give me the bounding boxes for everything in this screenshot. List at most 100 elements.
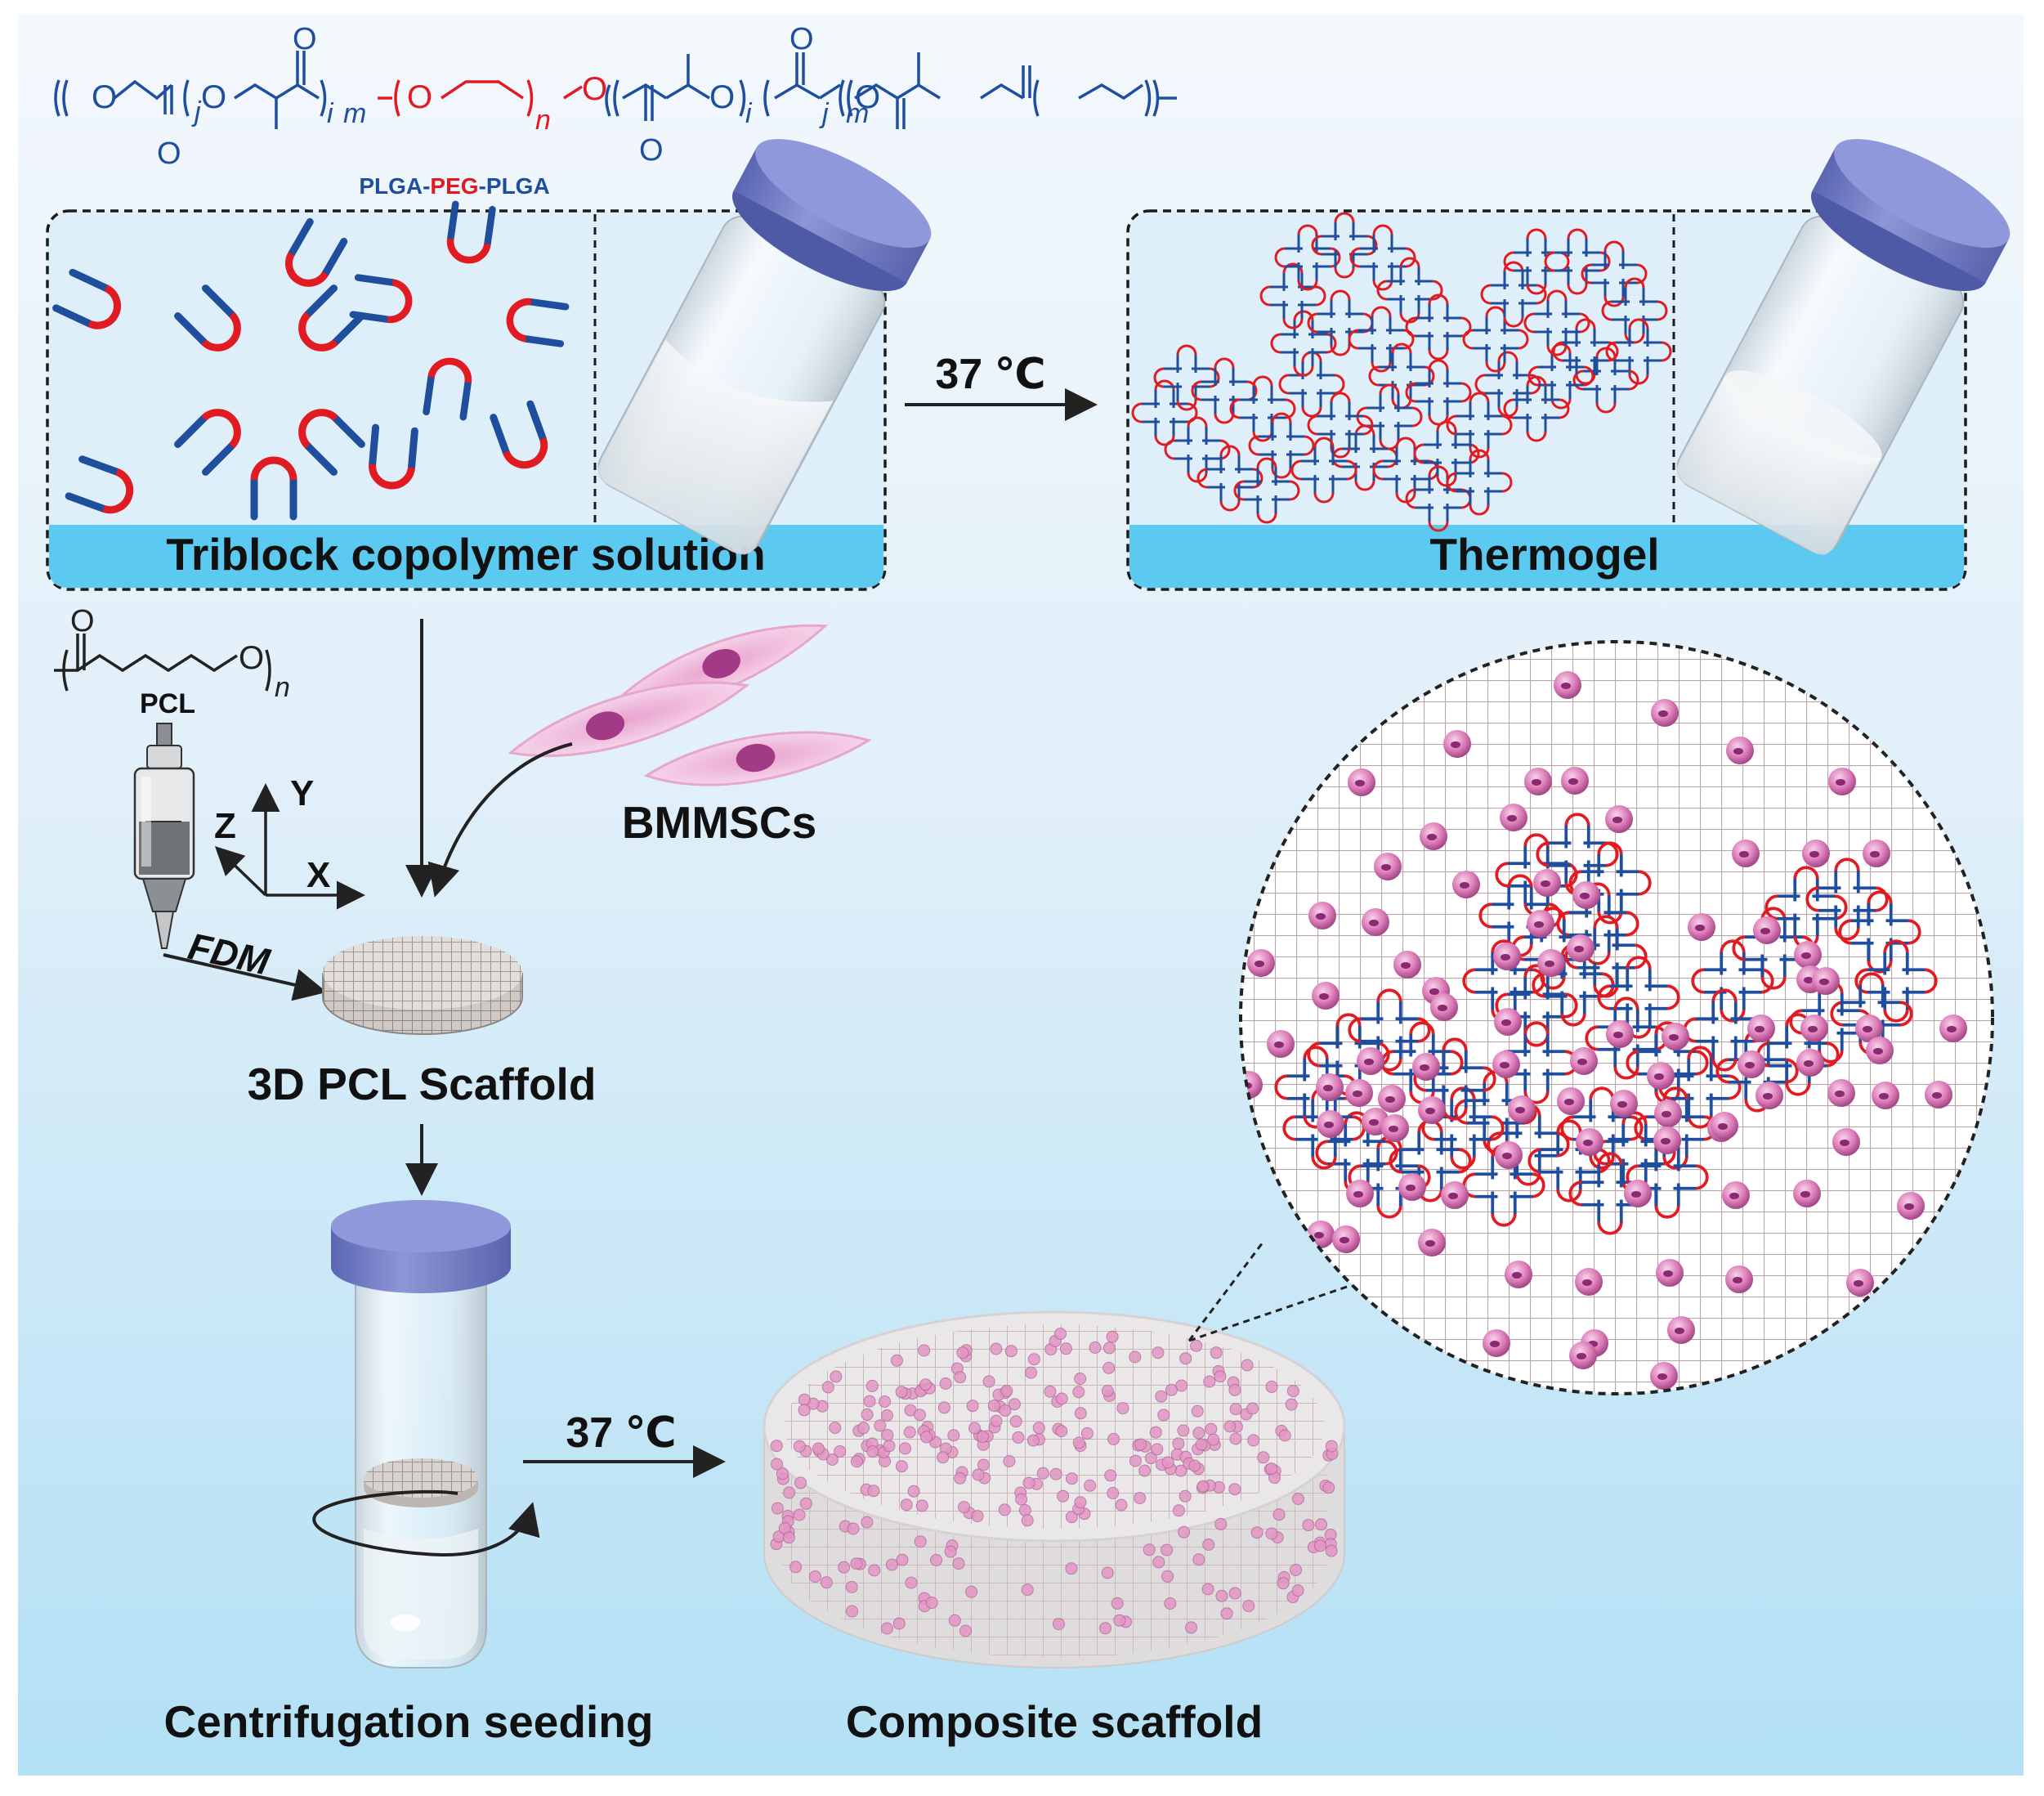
zoom-cell (1653, 1126, 1681, 1154)
composite-cell (881, 1409, 893, 1422)
composite-cell (857, 1422, 870, 1435)
zoom-cell (1316, 1073, 1344, 1101)
composite-cell (1195, 1438, 1208, 1451)
composite-cell (1315, 1518, 1327, 1531)
pcl-ester-o: O (239, 640, 264, 676)
composite-cell (1161, 1543, 1174, 1556)
composite-cell (866, 1445, 879, 1458)
composite-cell (861, 1408, 874, 1421)
composite-cell (1313, 1539, 1326, 1552)
composite-cell (965, 1585, 978, 1598)
arrow-cells-to-scaffold (427, 742, 573, 898)
composite-cell (1113, 1614, 1126, 1627)
composite-cell (1004, 1345, 1018, 1358)
composite-cell (896, 1553, 909, 1566)
composite-cell (920, 1431, 933, 1444)
composite-cell (1179, 1489, 1192, 1503)
temp-label-top: 37 ℃ (935, 351, 1045, 398)
zoom-cell (1575, 1268, 1603, 1296)
vial-gel (1676, 139, 2010, 555)
zoom-cell (1610, 1090, 1638, 1117)
composite-cell (1210, 1346, 1223, 1359)
zoom-cell (1430, 993, 1458, 1021)
thermogel-label: Thermogel (1429, 529, 1659, 580)
composite-cell (1188, 1459, 1201, 1472)
scaffold-label: 3D PCL Scaffold (248, 1059, 597, 1109)
composite-cell (783, 1486, 796, 1499)
composite-cell (821, 1381, 834, 1394)
composite-cell (1192, 1426, 1205, 1440)
zoom-line (1187, 1242, 1264, 1341)
composite-cell (1036, 1467, 1049, 1480)
zoom-cell (1606, 1020, 1634, 1048)
composite-cell (1205, 1422, 1218, 1435)
composite-cell (789, 1561, 803, 1574)
composite-cell (966, 1400, 979, 1413)
atom-i-2: i (745, 98, 753, 129)
composite-cell (1000, 1385, 1013, 1398)
composite-cell (1214, 1517, 1228, 1530)
composite-cell (976, 1431, 989, 1443)
axis-z-label: Z (214, 806, 236, 846)
zoom-cell (1420, 822, 1447, 850)
composite-cell (1265, 1462, 1278, 1476)
zoom-cell (1656, 1259, 1684, 1287)
composite-cell (793, 1508, 806, 1521)
composite-cell (956, 1346, 969, 1359)
composite-cell (1242, 1600, 1255, 1612)
composite-cell (1107, 1432, 1120, 1445)
zoom-cell (1756, 1082, 1783, 1109)
composite-cell (1165, 1383, 1178, 1396)
composite-cell (907, 1485, 920, 1498)
zoom-cell (1452, 871, 1480, 898)
atom-o-2: O (201, 79, 226, 115)
composite-cell (846, 1605, 858, 1618)
composite-cell (1055, 1425, 1068, 1438)
composite-cell (883, 1440, 896, 1453)
atom-o-6: O (709, 79, 735, 115)
composite-cell (1099, 1622, 1111, 1635)
composite-cell (1012, 1431, 1025, 1444)
temp-label-bottom: 37 ℃ (566, 1409, 676, 1457)
composite-cell (1325, 1440, 1338, 1453)
composite-cell (798, 1404, 811, 1417)
zoom-cell (1654, 1100, 1682, 1127)
composite-cell (1149, 1426, 1162, 1439)
composite-cell (1021, 1514, 1034, 1527)
composite-cell (1196, 1480, 1210, 1493)
composite-cell (838, 1561, 851, 1574)
zoom-cell (1925, 1081, 1952, 1109)
composite-cell (829, 1422, 842, 1434)
zoom-cell (1796, 1049, 1824, 1077)
zoom-cell (1494, 1008, 1522, 1036)
zoom-cell (1561, 767, 1589, 795)
composite-cell (1220, 1607, 1233, 1620)
zoom-cell (1939, 1014, 1967, 1042)
composite-cell (1201, 1583, 1214, 1596)
composite-cell (1015, 1493, 1028, 1506)
zoom-cell (1667, 1316, 1695, 1344)
composite-cell (1027, 1353, 1040, 1366)
zoom-cell (1495, 1141, 1523, 1169)
composite-cell (834, 1445, 847, 1458)
composite-cell (1161, 1456, 1174, 1469)
composite-cell (1101, 1384, 1114, 1397)
heating-arrow-top: 37 ℃ (905, 351, 1098, 421)
zoom-cell (1828, 768, 1856, 795)
composite-cell (1106, 1330, 1119, 1343)
pcl-label: PCL (140, 688, 195, 719)
composite-cell (905, 1576, 918, 1589)
composite-cell (1291, 1584, 1304, 1597)
composite-cell (930, 1553, 942, 1566)
composite-cell (881, 1429, 894, 1441)
zoom-cell (1866, 1037, 1894, 1064)
composite-cell (954, 1371, 967, 1384)
composite-cell (1291, 1493, 1304, 1505)
composite-cell (895, 1386, 908, 1399)
composite-cell (879, 1395, 891, 1408)
zoom-cell (1567, 934, 1594, 962)
composite-cell (1223, 1420, 1237, 1433)
plga-peg-plga-label: PLGA-PEG-PLGA (359, 173, 549, 199)
composite-cell (1192, 1553, 1205, 1566)
